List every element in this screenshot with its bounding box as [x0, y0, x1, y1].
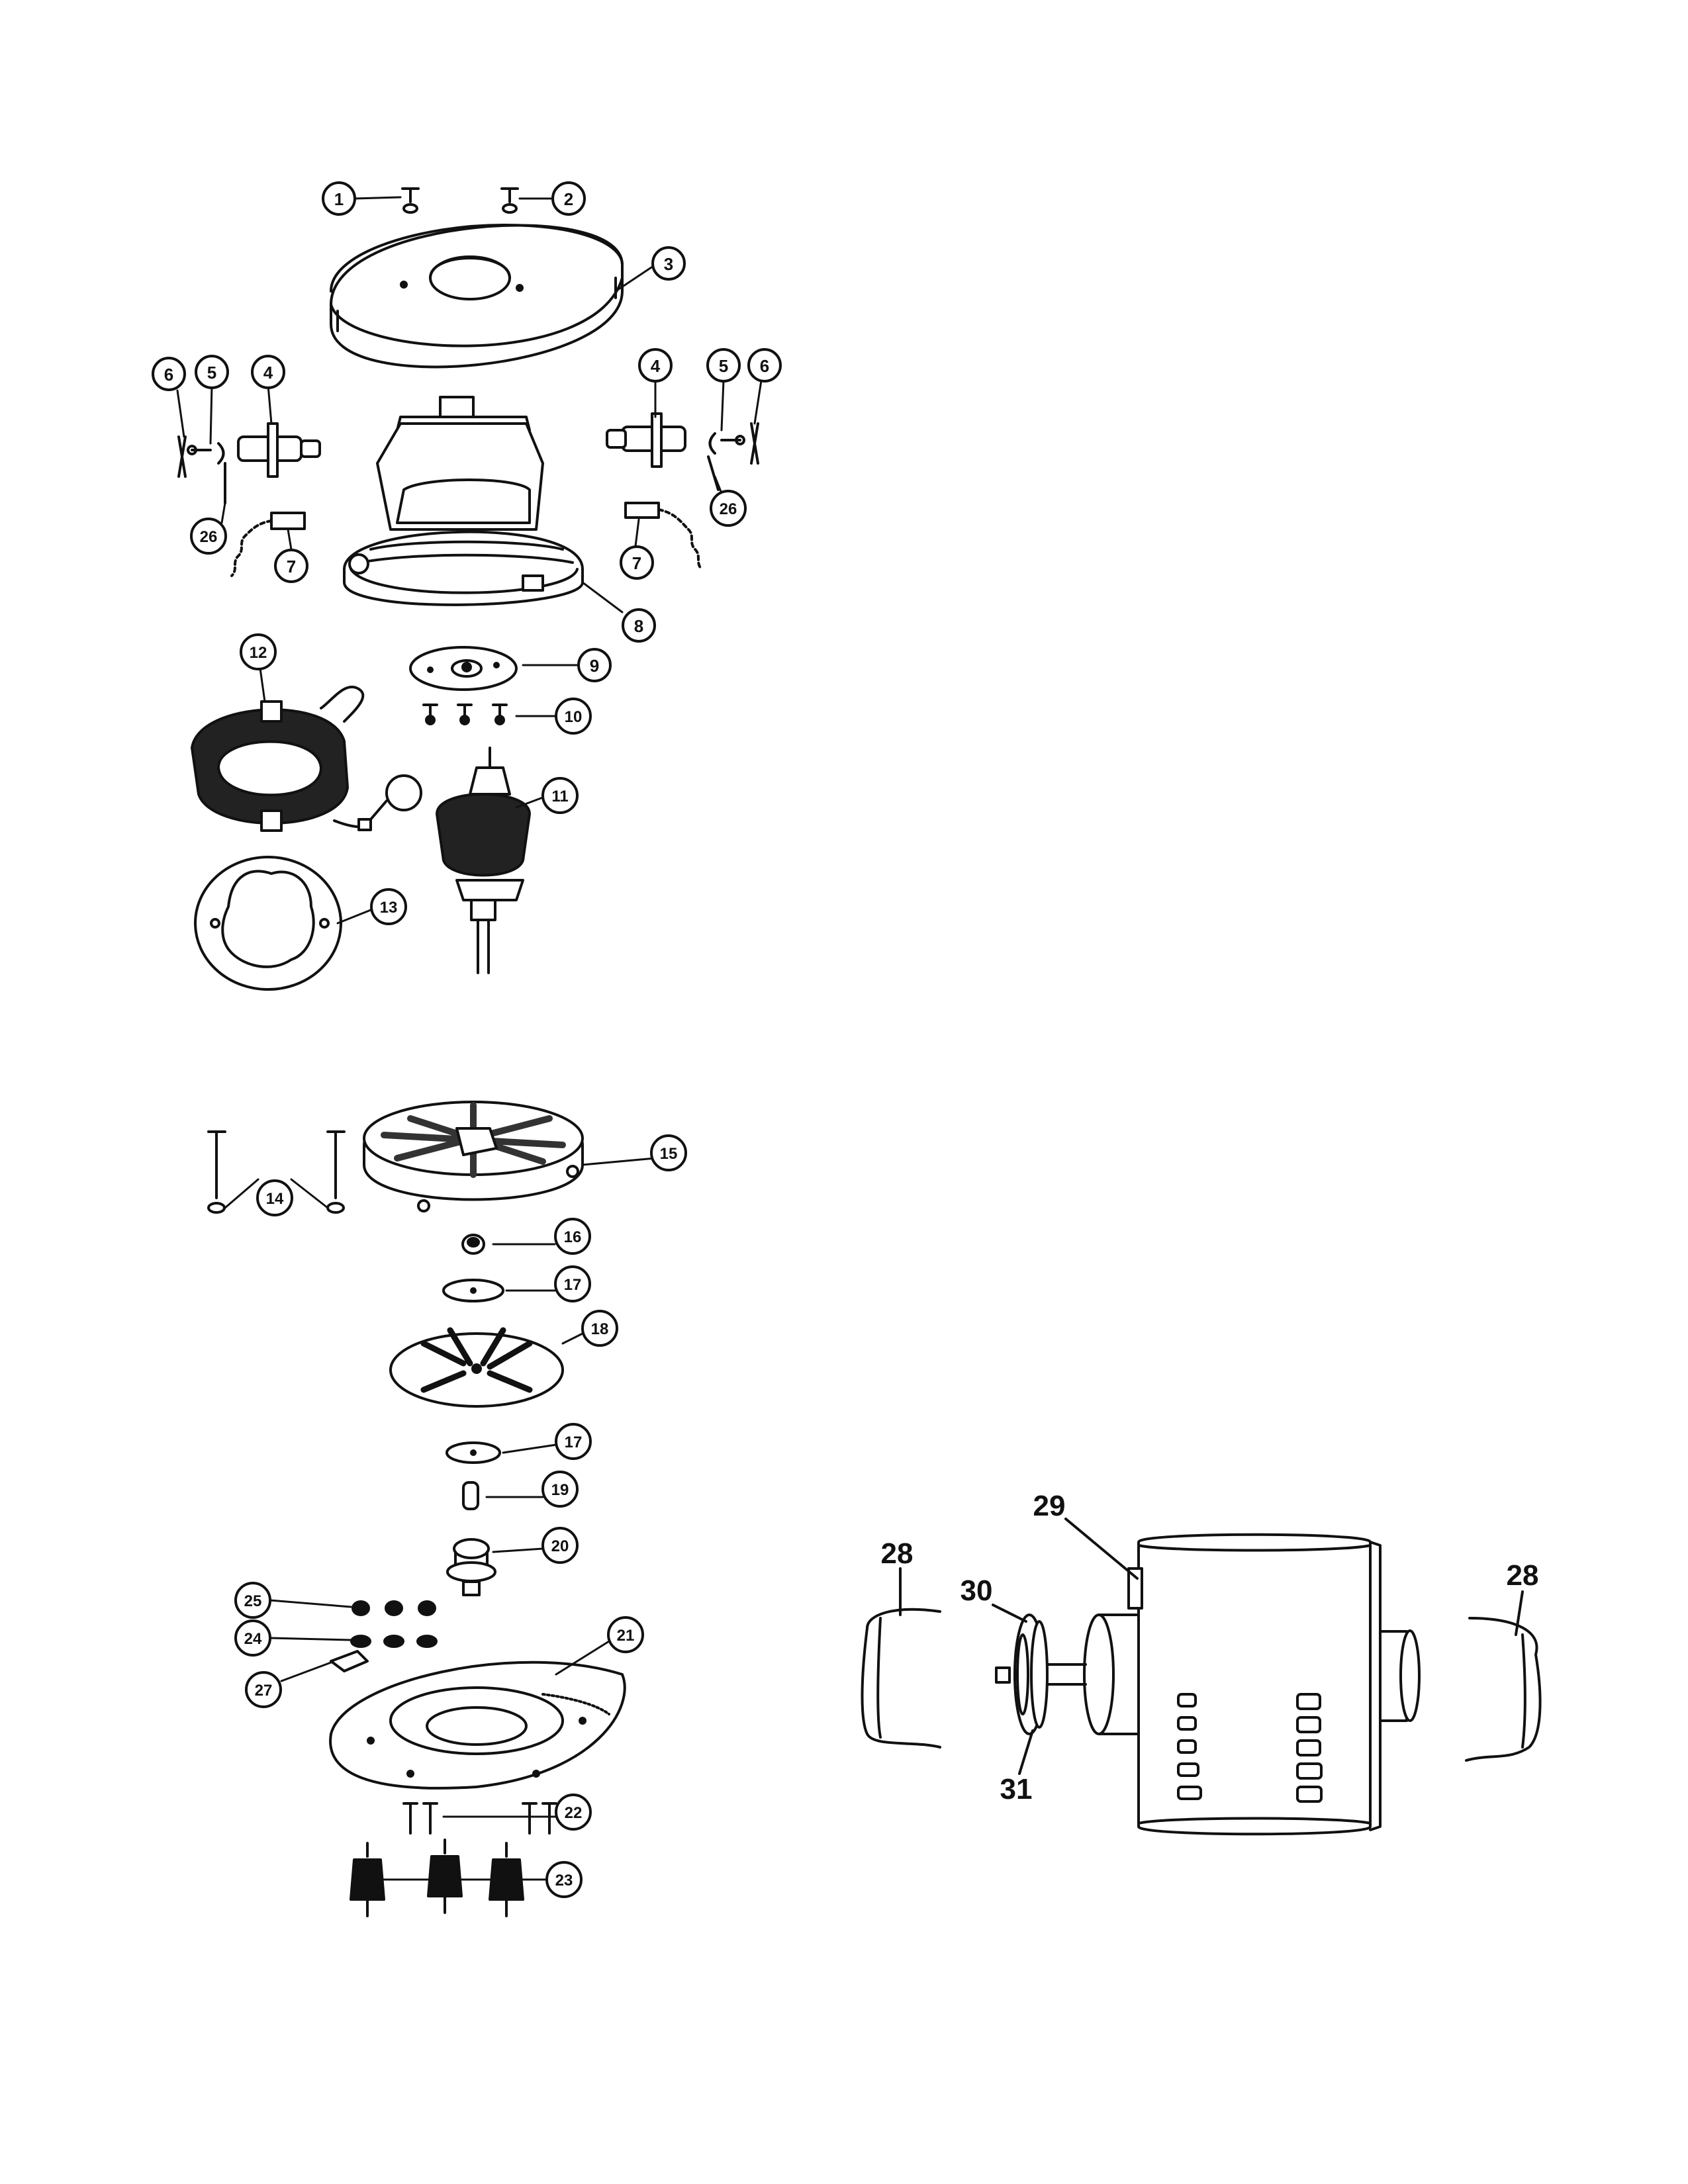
callout-7-left-label: 7	[287, 557, 296, 576]
callout-5-left-label: 5	[207, 363, 216, 383]
callout-7-right: 7	[620, 545, 654, 580]
left-brush-holder-drawing	[177, 422, 321, 577]
label-28-left: 28	[881, 1537, 914, 1570]
label-30: 30	[961, 1574, 993, 1607]
callout-17-lower: 17	[555, 1423, 592, 1460]
callout-21-label: 21	[617, 1627, 635, 1645]
callout-14-label: 14	[266, 1190, 284, 1208]
callout-20: 20	[541, 1527, 579, 1564]
callout-15-label: 15	[660, 1145, 678, 1163]
callout-27: 27	[245, 1671, 282, 1708]
bearing-plate-drawing	[409, 646, 518, 691]
callout-10: 10	[555, 698, 592, 735]
lock-washers-drawing	[350, 1635, 438, 1648]
callout-12: 12	[240, 633, 277, 670]
callout-16-label: 16	[564, 1228, 582, 1246]
callout-23-label: 23	[555, 1872, 573, 1889]
callout-10-label: 10	[565, 708, 583, 726]
callout-4-left: 4	[251, 355, 285, 389]
callout-15: 15	[650, 1134, 687, 1171]
callout-23: 23	[545, 1861, 583, 1898]
armature-drawing	[436, 747, 531, 974]
callout-25: 25	[234, 1582, 271, 1619]
callout-11-label: 11	[551, 788, 568, 805]
callout-2-label: 2	[564, 189, 573, 209]
callout-19: 19	[541, 1471, 579, 1508]
callout-27-label: 27	[255, 1682, 273, 1700]
callout-4-right-label: 4	[651, 356, 661, 376]
callout-7-right-label: 7	[632, 553, 641, 573]
rubber-feet-drawing	[350, 1839, 524, 1917]
callout-4-left-label: 4	[263, 363, 273, 383]
callout-18: 18	[581, 1310, 618, 1347]
callout-5-left: 5	[195, 355, 229, 389]
callout-18-label: 18	[591, 1320, 609, 1338]
long-screws-drawing	[207, 1130, 346, 1214]
callout-3-label: 3	[664, 254, 673, 274]
callout-5-right-label: 5	[719, 356, 728, 376]
leader-lines	[176, 196, 763, 1881]
callout-20-label: 20	[551, 1537, 569, 1555]
top-screws-drawing	[401, 187, 519, 214]
callout-25-label: 25	[244, 1592, 262, 1610]
base-screws-drawing	[402, 1802, 557, 1835]
callout-16: 16	[554, 1218, 591, 1255]
gasket-drawing	[194, 856, 342, 991]
callout-26-left: 26	[190, 518, 227, 555]
upper-housing-drawing	[343, 396, 584, 606]
callout-13-label: 13	[380, 899, 398, 917]
callout-17-upper-label: 17	[564, 1276, 582, 1294]
label-28-right: 28	[1507, 1559, 1539, 1592]
clip-drawing	[330, 1650, 369, 1672]
callout-1-label: 1	[334, 189, 344, 209]
callout-1: 1	[322, 181, 356, 216]
callout-5-right: 5	[706, 348, 741, 383]
nuts-drawing	[352, 1600, 436, 1616]
bushing-drawing	[446, 1538, 496, 1596]
callout-14: 14	[256, 1179, 293, 1216]
field-coil-drawing	[191, 686, 372, 832]
unlabeled-callout-circle	[385, 774, 422, 811]
callout-13: 13	[370, 888, 407, 925]
callout-24: 24	[234, 1619, 271, 1657]
callout-26-right: 26	[710, 490, 747, 527]
callout-8-label: 8	[634, 616, 643, 636]
callout-9-label: 9	[590, 656, 599, 676]
callout-9: 9	[577, 648, 612, 682]
callout-8: 8	[622, 608, 656, 643]
callout-6-right-label: 6	[760, 356, 769, 376]
callout-26-left-label: 26	[200, 528, 218, 546]
motor-cover-drawing	[330, 224, 624, 369]
base-plate-drawing	[329, 1661, 626, 1790]
callouts: 1 2 3 6 5 4 26 7 4 5 6 26 7 8 9 10 12 11…	[152, 181, 782, 1898]
plate-screws-drawing	[422, 704, 508, 725]
callout-21: 21	[607, 1616, 644, 1653]
label-31: 31	[1000, 1773, 1033, 1805]
impeller-drawing	[389, 1327, 564, 1408]
fan-housing-drawing	[363, 1101, 584, 1212]
callout-26-right-label: 26	[720, 500, 737, 518]
callout-17-lower-label: 17	[565, 1433, 583, 1451]
callout-22-label: 22	[565, 1804, 583, 1822]
motor-assembly-drawing	[861, 1518, 1542, 1836]
callout-2: 2	[551, 181, 586, 216]
callout-4-right: 4	[638, 348, 673, 383]
callout-3: 3	[651, 246, 686, 281]
callout-22: 22	[555, 1794, 592, 1831]
callout-17-upper: 17	[554, 1265, 591, 1302]
right-brush-holder-drawing	[606, 412, 759, 570]
callout-6-right: 6	[747, 348, 782, 383]
label-29: 29	[1033, 1490, 1066, 1522]
callout-11: 11	[541, 777, 579, 814]
callout-12-label: 12	[250, 644, 267, 662]
callout-24-label: 24	[244, 1630, 262, 1648]
callout-7-left: 7	[274, 549, 308, 583]
callout-6-left: 6	[152, 357, 186, 391]
pin-drawing	[462, 1481, 479, 1510]
motor-labels: 28 28 29 30 31	[881, 1490, 1539, 1805]
callout-6-left-label: 6	[164, 365, 173, 385]
callout-19-label: 19	[551, 1481, 569, 1499]
